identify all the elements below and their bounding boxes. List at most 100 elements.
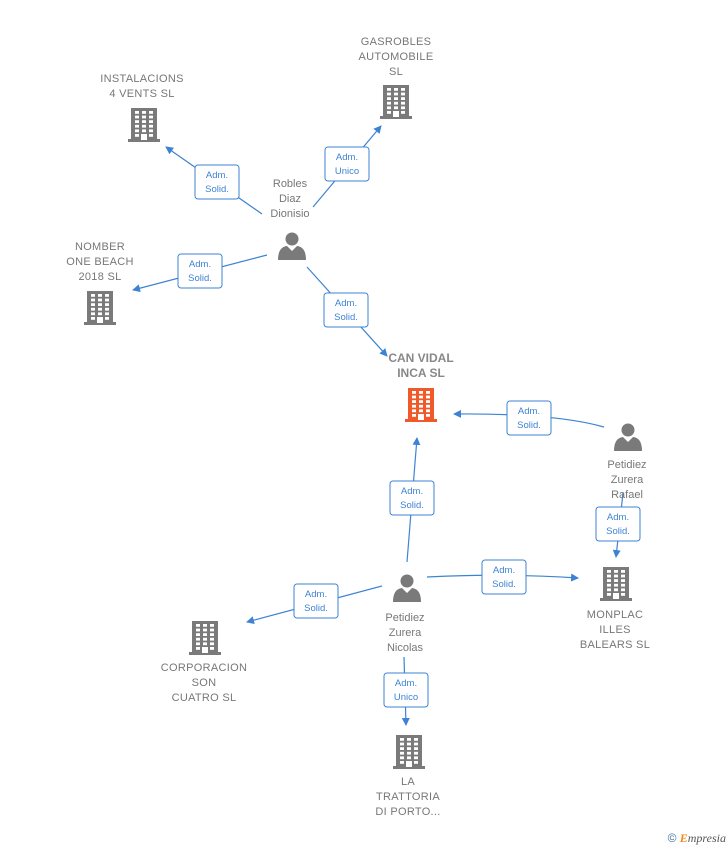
node-label-line: CUATRO SL: [172, 692, 237, 704]
relation-label-line: Adm.: [395, 678, 417, 689]
relation-label-line: Adm.: [518, 406, 540, 417]
node-label-line: CAN VIDAL: [388, 351, 453, 365]
node-label-line: SON: [192, 677, 217, 689]
relation-label[interactable]: Adm. Solid.: [481, 559, 527, 595]
brand-name: mpresia: [687, 831, 726, 845]
node-label-line: ILLES: [599, 624, 630, 636]
node-label-line: Zurera: [611, 474, 644, 486]
edge-nicolas-to-trattoria: Adm. Unico: [383, 656, 429, 726]
relation-label-box: [481, 559, 527, 595]
relation-label-box: [383, 672, 429, 708]
node-gasrobles[interactable]: GASROBLES AUTOMOBILE SL: [359, 36, 434, 119]
node-label: MONPLAC ILLES BALEARS SL: [580, 609, 650, 651]
edge-rafael-to-monplac: Adm. Solid.: [595, 492, 641, 558]
relation-label-line: Adm.: [335, 298, 357, 309]
relation-label-line: Solid.: [188, 273, 212, 284]
relation-label-box: [324, 146, 370, 182]
relation-label-line: Adm.: [206, 170, 228, 181]
copyright-symbol: ©: [667, 831, 677, 845]
relation-label-line: Solid.: [517, 420, 541, 431]
edge-nicolas-to-canvidal: Adm. Solid.: [389, 437, 435, 563]
relation-label-line: Adm.: [189, 259, 211, 270]
node-label-line: CORPORACION: [161, 662, 247, 674]
relation-label-box: [177, 253, 223, 289]
relation-label[interactable]: Adm. Solid.: [177, 253, 223, 289]
relation-label-line: Unico: [394, 692, 418, 703]
node-monplac[interactable]: MONPLAC ILLES BALEARS SL: [580, 567, 650, 651]
building-icon: [84, 291, 116, 325]
relation-label[interactable]: Adm. Solid.: [506, 400, 552, 436]
building-icon: [189, 621, 221, 655]
node-label-line: Dionisio: [270, 208, 309, 220]
relation-label-line: Solid.: [400, 500, 424, 511]
relation-label[interactable]: Adm.Solid.: [194, 164, 240, 200]
node-label-line: Nicolas: [387, 642, 424, 654]
relation-label-box: [293, 583, 339, 619]
relation-label-line: Adm.: [493, 565, 515, 576]
edge-nicolas-to-monplac: Adm. Solid.: [426, 559, 579, 595]
building-icon: [405, 388, 437, 422]
relation-label-box: [595, 506, 641, 542]
node-label: CORPORACION SON CUATRO SL: [161, 662, 247, 704]
node-label-line: Petidiez: [385, 612, 424, 624]
relation-label-box: [323, 292, 369, 328]
edge-robles-to-nomber: Adm. Solid.: [132, 253, 268, 293]
node-label-line: LA: [401, 776, 415, 788]
node-label-line: MONPLAC: [587, 609, 644, 621]
edge-nicolas-to-corporacion: Adm.Solid.: [246, 583, 383, 625]
edge-robles-to-canvidal: Adm.Solid.: [306, 266, 388, 357]
relation-label-box: [194, 164, 240, 200]
node-label-line: Petidiez: [607, 459, 646, 471]
building-icon: [393, 735, 425, 769]
node-label-line: AUTOMOBILE: [359, 51, 434, 63]
brand-logo[interactable]: Empresia: [680, 831, 726, 845]
relation-label-box: [389, 480, 435, 516]
relation-label-box: [506, 400, 552, 436]
brand-initial: E: [679, 831, 688, 845]
relation-label[interactable]: Adm.Solid.: [323, 292, 369, 328]
relation-label-line: Adm.: [401, 486, 423, 497]
relation-label-line: Adm.: [305, 589, 327, 600]
edge-robles-to-gasrobles: Adm.Unico: [312, 125, 382, 208]
building-icon: [128, 108, 160, 142]
relation-label[interactable]: Adm.Unico: [324, 146, 370, 182]
person-icon: [393, 574, 421, 602]
person-icon: [614, 423, 642, 451]
node-label-line: SL: [389, 66, 403, 78]
building-icon: [600, 567, 632, 601]
node-label-line: 2018 SL: [78, 271, 121, 283]
relation-label[interactable]: Adm.Solid.: [293, 583, 339, 619]
edge-rafael-to-canvidal: Adm. Solid.: [453, 400, 605, 436]
relation-label[interactable]: Adm. Solid.: [389, 480, 435, 516]
relation-label-line: Adm.: [607, 512, 629, 523]
footer-attribution: © Empresia: [668, 831, 726, 846]
node-label-line: Diaz: [279, 193, 301, 205]
relation-label-line: Solid.: [492, 579, 516, 590]
node-label-line: BALEARS SL: [580, 639, 650, 651]
node-corporacion[interactable]: CORPORACION SON CUATRO SL: [161, 621, 247, 704]
relation-label-line: Solid.: [606, 526, 630, 537]
relation-label-line: Unico: [335, 166, 359, 177]
node-label-line: Rafael: [611, 489, 643, 501]
node-label-line: 4 VENTS SL: [109, 88, 174, 100]
relation-label[interactable]: Adm. Solid.: [595, 506, 641, 542]
relation-label[interactable]: Adm. Unico: [383, 672, 429, 708]
node-label: GASROBLES AUTOMOBILE SL: [359, 36, 434, 78]
building-icon: [380, 85, 412, 119]
person-icon: [278, 232, 306, 260]
node-label-line: ONE BEACH: [66, 256, 134, 268]
node-label-line: GASROBLES: [361, 36, 432, 48]
